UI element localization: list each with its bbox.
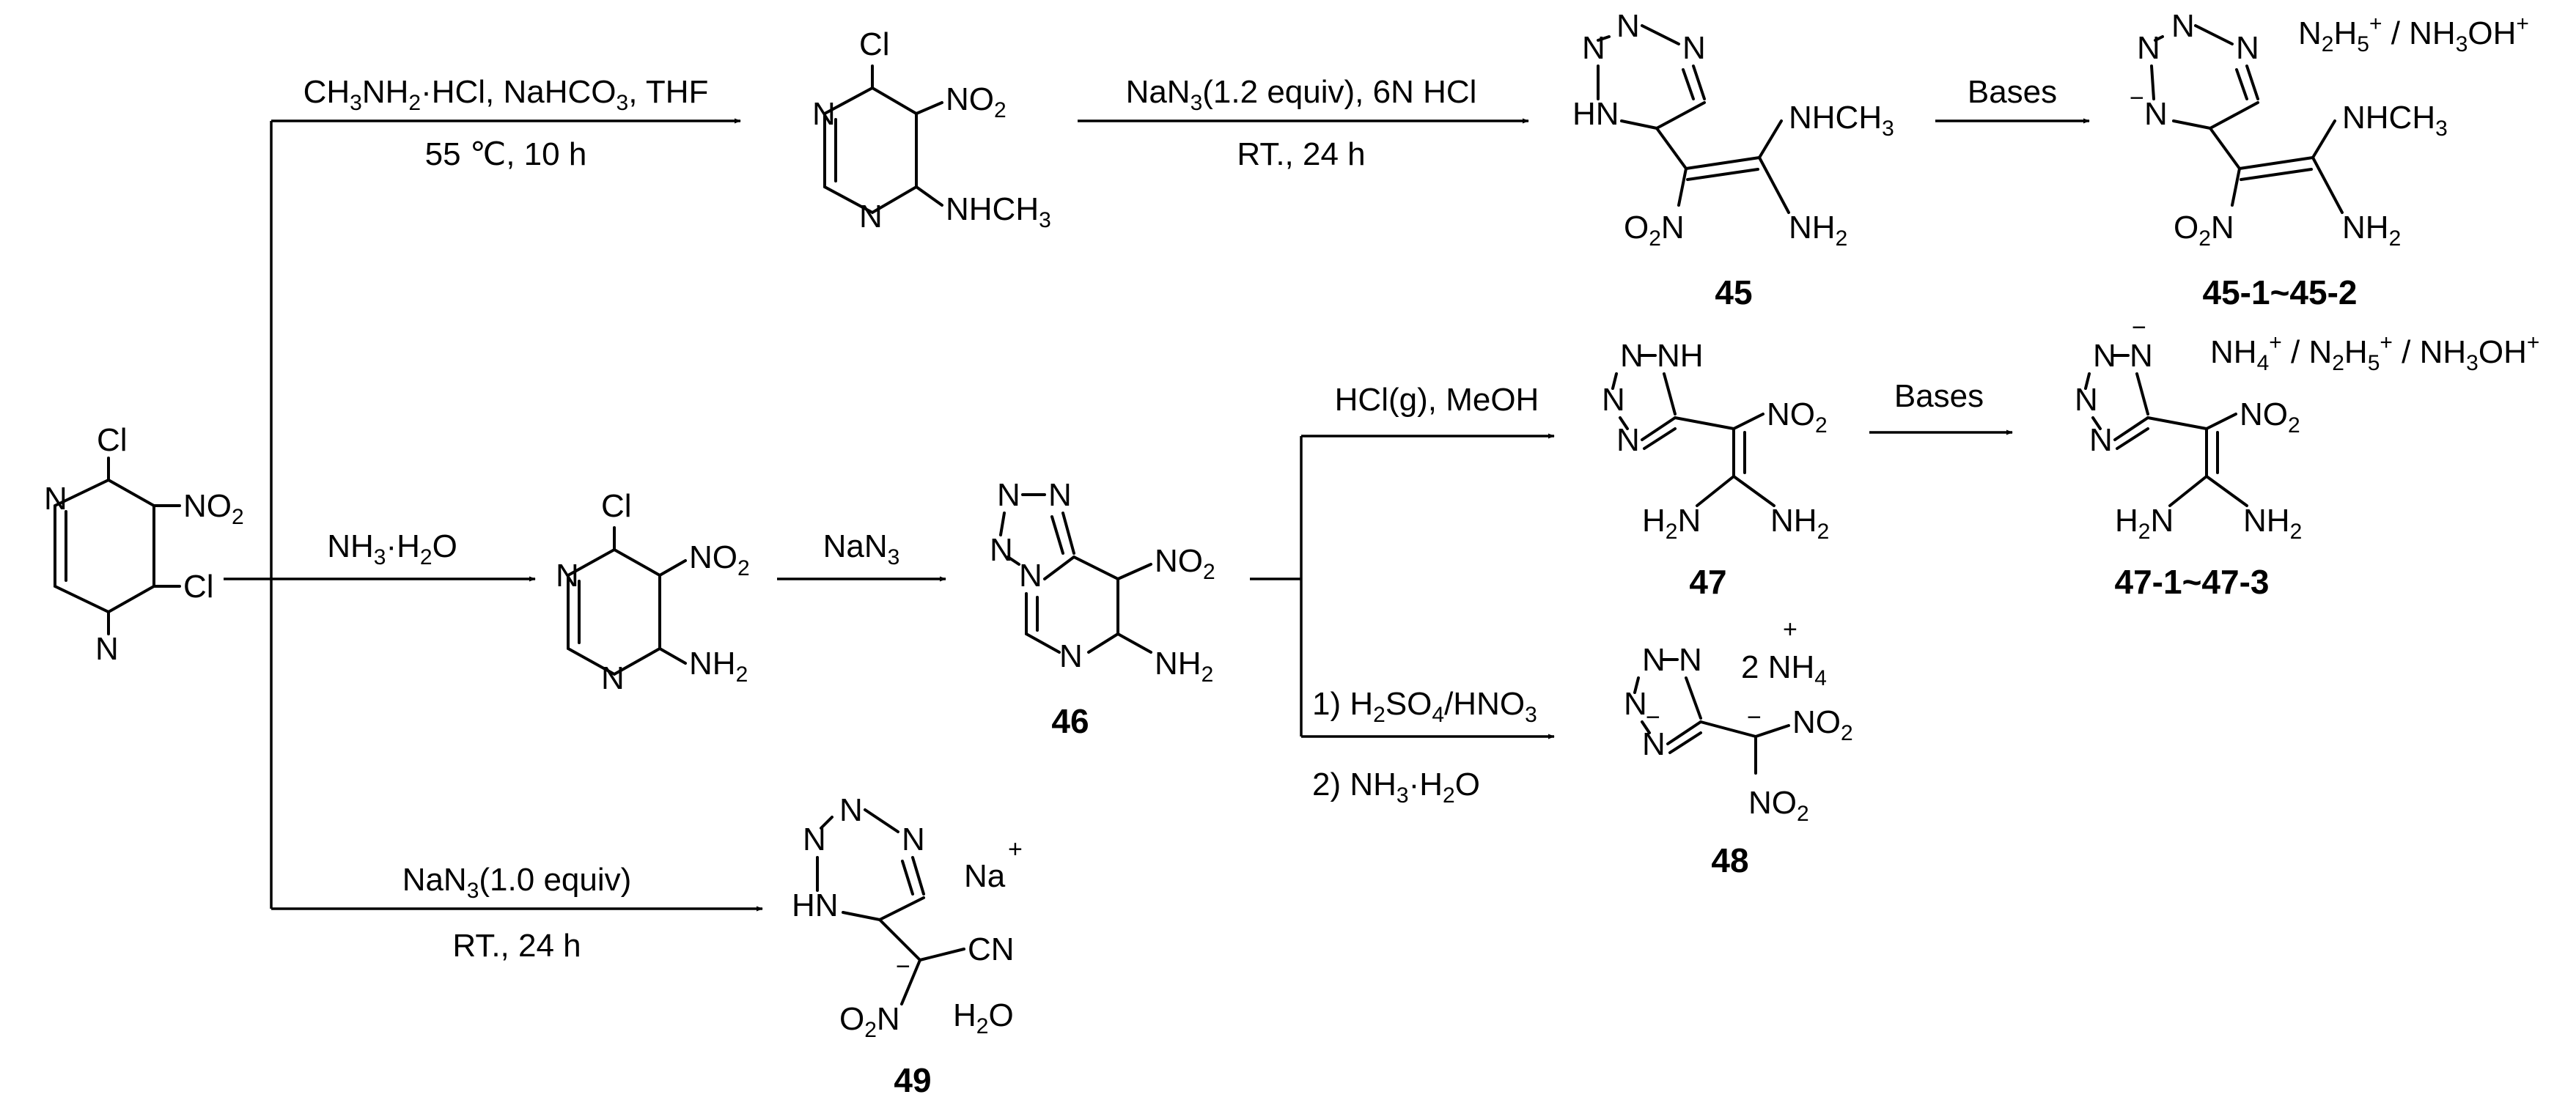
svg-text:NO2: NO2 <box>183 488 244 529</box>
label-45-salts: 45-1~45-2 <box>2203 273 2358 311</box>
svg-text:Cl: Cl <box>859 26 890 62</box>
svg-text:N: N <box>2144 96 2168 132</box>
svg-text:N: N <box>1582 30 1605 66</box>
reagent-r8-bottom: 2) NH3·H2O <box>1312 767 1480 808</box>
reagent-r9-bottom: RT., 24 h <box>452 928 581 964</box>
svg-text:N: N <box>1682 30 1706 66</box>
branch-lines-46 <box>1250 433 1555 739</box>
intermediate-methylamino: N Cl NO2 N NHCH3 <box>812 26 1051 235</box>
intermediate-amino: N Cl NO2 N NH2 <box>556 488 750 696</box>
svg-text:NH2: NH2 <box>2243 503 2302 544</box>
compound-45-structure: N N N HN NHCH3 O2N NH2 <box>1572 8 1894 251</box>
branch-lines <box>224 118 763 912</box>
svg-text:NO2: NO2 <box>2240 396 2300 438</box>
svg-text:NO2: NO2 <box>1748 785 1809 826</box>
label-49: 49 <box>894 1061 931 1099</box>
svg-text:N: N <box>2137 30 2160 66</box>
compound-46-structure: N N N N N NO2 NH2 <box>990 477 1215 687</box>
label-45: 45 <box>1715 273 1752 311</box>
svg-text:N: N <box>839 792 863 828</box>
svg-text:N: N <box>44 481 67 517</box>
reagent-r5-top: NaN3 <box>823 528 900 569</box>
counterion-45-salts: N2H5+ / NH3OH+ <box>2298 12 2529 56</box>
svg-text:N: N <box>2236 30 2259 66</box>
reagent-r2-bottom: RT., 24 h <box>1237 136 1365 172</box>
svg-text:N: N <box>1059 638 1083 674</box>
svg-text:−: − <box>2132 314 2146 342</box>
counterion-48-plus: + <box>1783 616 1797 643</box>
reagent-r1-top: CH3NH2·HCl, NaHCO3, THF <box>303 74 709 115</box>
svg-text:−: − <box>2130 84 2144 112</box>
svg-text:NO2: NO2 <box>1155 543 1215 584</box>
svg-text:NH2: NH2 <box>1155 646 1213 687</box>
label-47-salts: 47-1~47-3 <box>2115 563 2270 601</box>
svg-text:HN: HN <box>1572 96 1619 132</box>
compound-47-structure: N NH N N NO2 H2N NH2 <box>1602 338 1829 544</box>
svg-text:N: N <box>1019 558 1042 594</box>
svg-text:−: − <box>1646 704 1660 731</box>
svg-text:NO2: NO2 <box>1767 396 1828 438</box>
svg-text:N: N <box>990 532 1013 568</box>
svg-text:NH: NH <box>1657 338 1704 374</box>
reagent-r8-top: 1) H2SO4/HNO3 <box>1312 686 1537 727</box>
compound-49-structure: N N N HN − CN O2N <box>792 792 1015 1042</box>
svg-text:CN: CN <box>968 931 1015 967</box>
counterion-48: 2 NH4 <box>1741 649 1827 690</box>
svg-text:H2N: H2N <box>1642 503 1701 544</box>
compound-47-salts-structure: N N − N N NO2 H2N NH2 <box>2075 314 2302 544</box>
svg-text:NHCH3: NHCH3 <box>2342 100 2448 141</box>
compound-45-salts-structure: N N N N − NHCH3 O2N NH2 <box>2130 8 2448 251</box>
svg-text:O2N: O2N <box>2174 210 2234 251</box>
label-46: 46 <box>1051 702 1089 740</box>
reagent-r9-top: NaN3(1.0 equiv) <box>402 862 632 903</box>
svg-text:NH2: NH2 <box>1770 503 1829 544</box>
svg-text:NHCH3: NHCH3 <box>1789 100 1894 141</box>
svg-text:N: N <box>556 558 579 594</box>
svg-text:−: − <box>1747 704 1762 731</box>
svg-text:O2N: O2N <box>1624 210 1685 251</box>
reagent-r4-top: NH3·H2O <box>327 528 457 569</box>
counterion-49: Na <box>964 858 1006 894</box>
reagent-r6-top: HCl(g), MeOH <box>1335 382 1539 418</box>
svg-text:N: N <box>1048 477 1072 513</box>
svg-text:N: N <box>997 477 1020 513</box>
counterion-49-water: H2O <box>953 997 1014 1038</box>
svg-text:NO2: NO2 <box>689 539 750 580</box>
counterion-47-salts: NH4+ / N2H5+ / NH3OH+ <box>2210 331 2539 375</box>
reagent-r1-bottom: 55 ℃, 10 h <box>425 136 587 172</box>
label-48: 48 <box>1711 841 1748 879</box>
svg-text:NH2: NH2 <box>2342 210 2401 251</box>
svg-text:N: N <box>859 199 883 235</box>
svg-text:N: N <box>95 631 119 667</box>
svg-text:NO2: NO2 <box>946 81 1007 122</box>
reagent-r7-top: Bases <box>1894 378 1984 414</box>
svg-text:NO2: NO2 <box>1792 704 1853 745</box>
svg-text:Cl: Cl <box>183 569 214 605</box>
counterion-49-plus: + <box>1008 835 1023 863</box>
svg-text:Cl: Cl <box>97 422 128 458</box>
svg-text:NHCH3: NHCH3 <box>946 191 1051 232</box>
svg-text:N: N <box>1616 8 1640 44</box>
svg-text:N: N <box>2171 8 2195 44</box>
label-47: 47 <box>1689 563 1726 601</box>
svg-text:HN: HN <box>792 887 839 923</box>
svg-text:O2N: O2N <box>839 1001 900 1042</box>
svg-text:NH2: NH2 <box>1789 210 1847 251</box>
svg-text:N: N <box>2130 338 2153 374</box>
svg-text:−: − <box>896 953 910 981</box>
svg-text:N: N <box>1679 642 1702 678</box>
reagent-r3-top: Bases <box>1968 74 2057 110</box>
svg-text:N: N <box>601 660 625 696</box>
reagent-r2-top: NaN3(1.2 equiv), 6N HCl <box>1126 74 1477 115</box>
svg-text:N: N <box>902 822 925 857</box>
svg-text:H2N: H2N <box>2115 503 2174 544</box>
svg-text:N: N <box>812 96 836 132</box>
svg-text:NH2: NH2 <box>689 646 748 687</box>
starting-material: N Cl NO2 N Cl <box>44 422 244 667</box>
svg-text:Cl: Cl <box>601 488 632 524</box>
svg-text:N: N <box>1642 726 1666 762</box>
